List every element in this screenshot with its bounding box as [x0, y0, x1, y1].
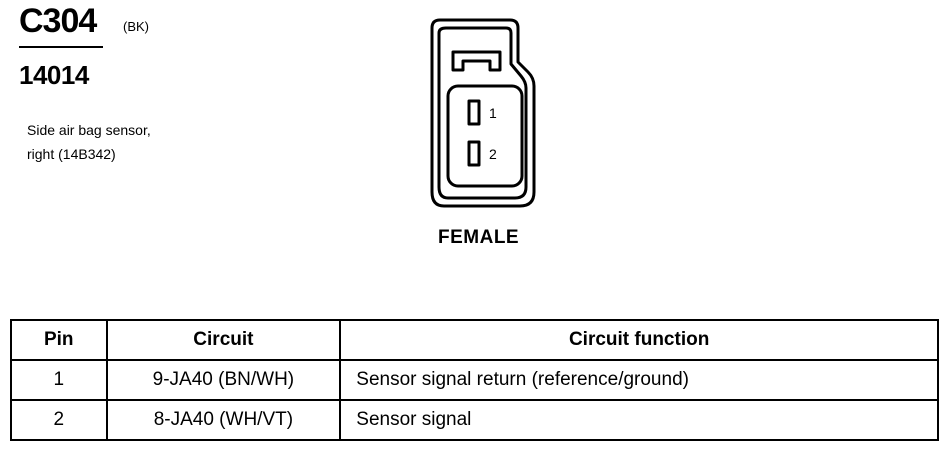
- cell-circuit-function: Sensor signal: [339, 399, 939, 441]
- pinout-table: Pin Circuit Circuit function 1 9-JA40 (B…: [10, 319, 939, 441]
- connector-description-line2: right (14B342): [27, 146, 116, 162]
- connector-id: C304: [19, 2, 97, 40]
- cell-circuit: 9-JA40 (BN/WH): [105, 359, 342, 401]
- title-underline: [19, 46, 103, 48]
- header-circuit: Circuit: [105, 319, 342, 361]
- connector-housing-outer: [430, 18, 536, 208]
- pin-2-terminal: [467, 140, 481, 167]
- connector-locking-latch: [451, 50, 502, 72]
- cell-circuit-function: Sensor signal return (reference/ground): [339, 359, 939, 401]
- cell-circuit: 8-JA40 (WH/VT): [105, 399, 342, 441]
- pin-1-terminal: [467, 99, 481, 126]
- header-circuit-function: Circuit function: [339, 319, 939, 361]
- connector-color-code: (BK): [123, 19, 149, 34]
- pin-1-label: 1: [489, 105, 497, 121]
- connector-face-diagram: 1 2: [430, 18, 536, 208]
- connector-description-line1: Side air bag sensor,: [27, 122, 151, 138]
- table-row: 1 9-JA40 (BN/WH) Sensor signal return (r…: [10, 359, 939, 401]
- table-header-row: Pin Circuit Circuit function: [10, 319, 939, 361]
- part-number: 14014: [19, 60, 89, 90]
- pin-2-label: 2: [489, 146, 497, 162]
- connector-gender-label: FEMALE: [438, 227, 520, 248]
- cell-pin: 1: [10, 359, 108, 401]
- connector-housing-inner: [437, 26, 528, 200]
- connector-cavity: [446, 84, 524, 188]
- table-row: 2 8-JA40 (WH/VT) Sensor signal: [10, 399, 939, 441]
- header-pin: Pin: [10, 319, 108, 361]
- cell-pin: 2: [10, 399, 108, 441]
